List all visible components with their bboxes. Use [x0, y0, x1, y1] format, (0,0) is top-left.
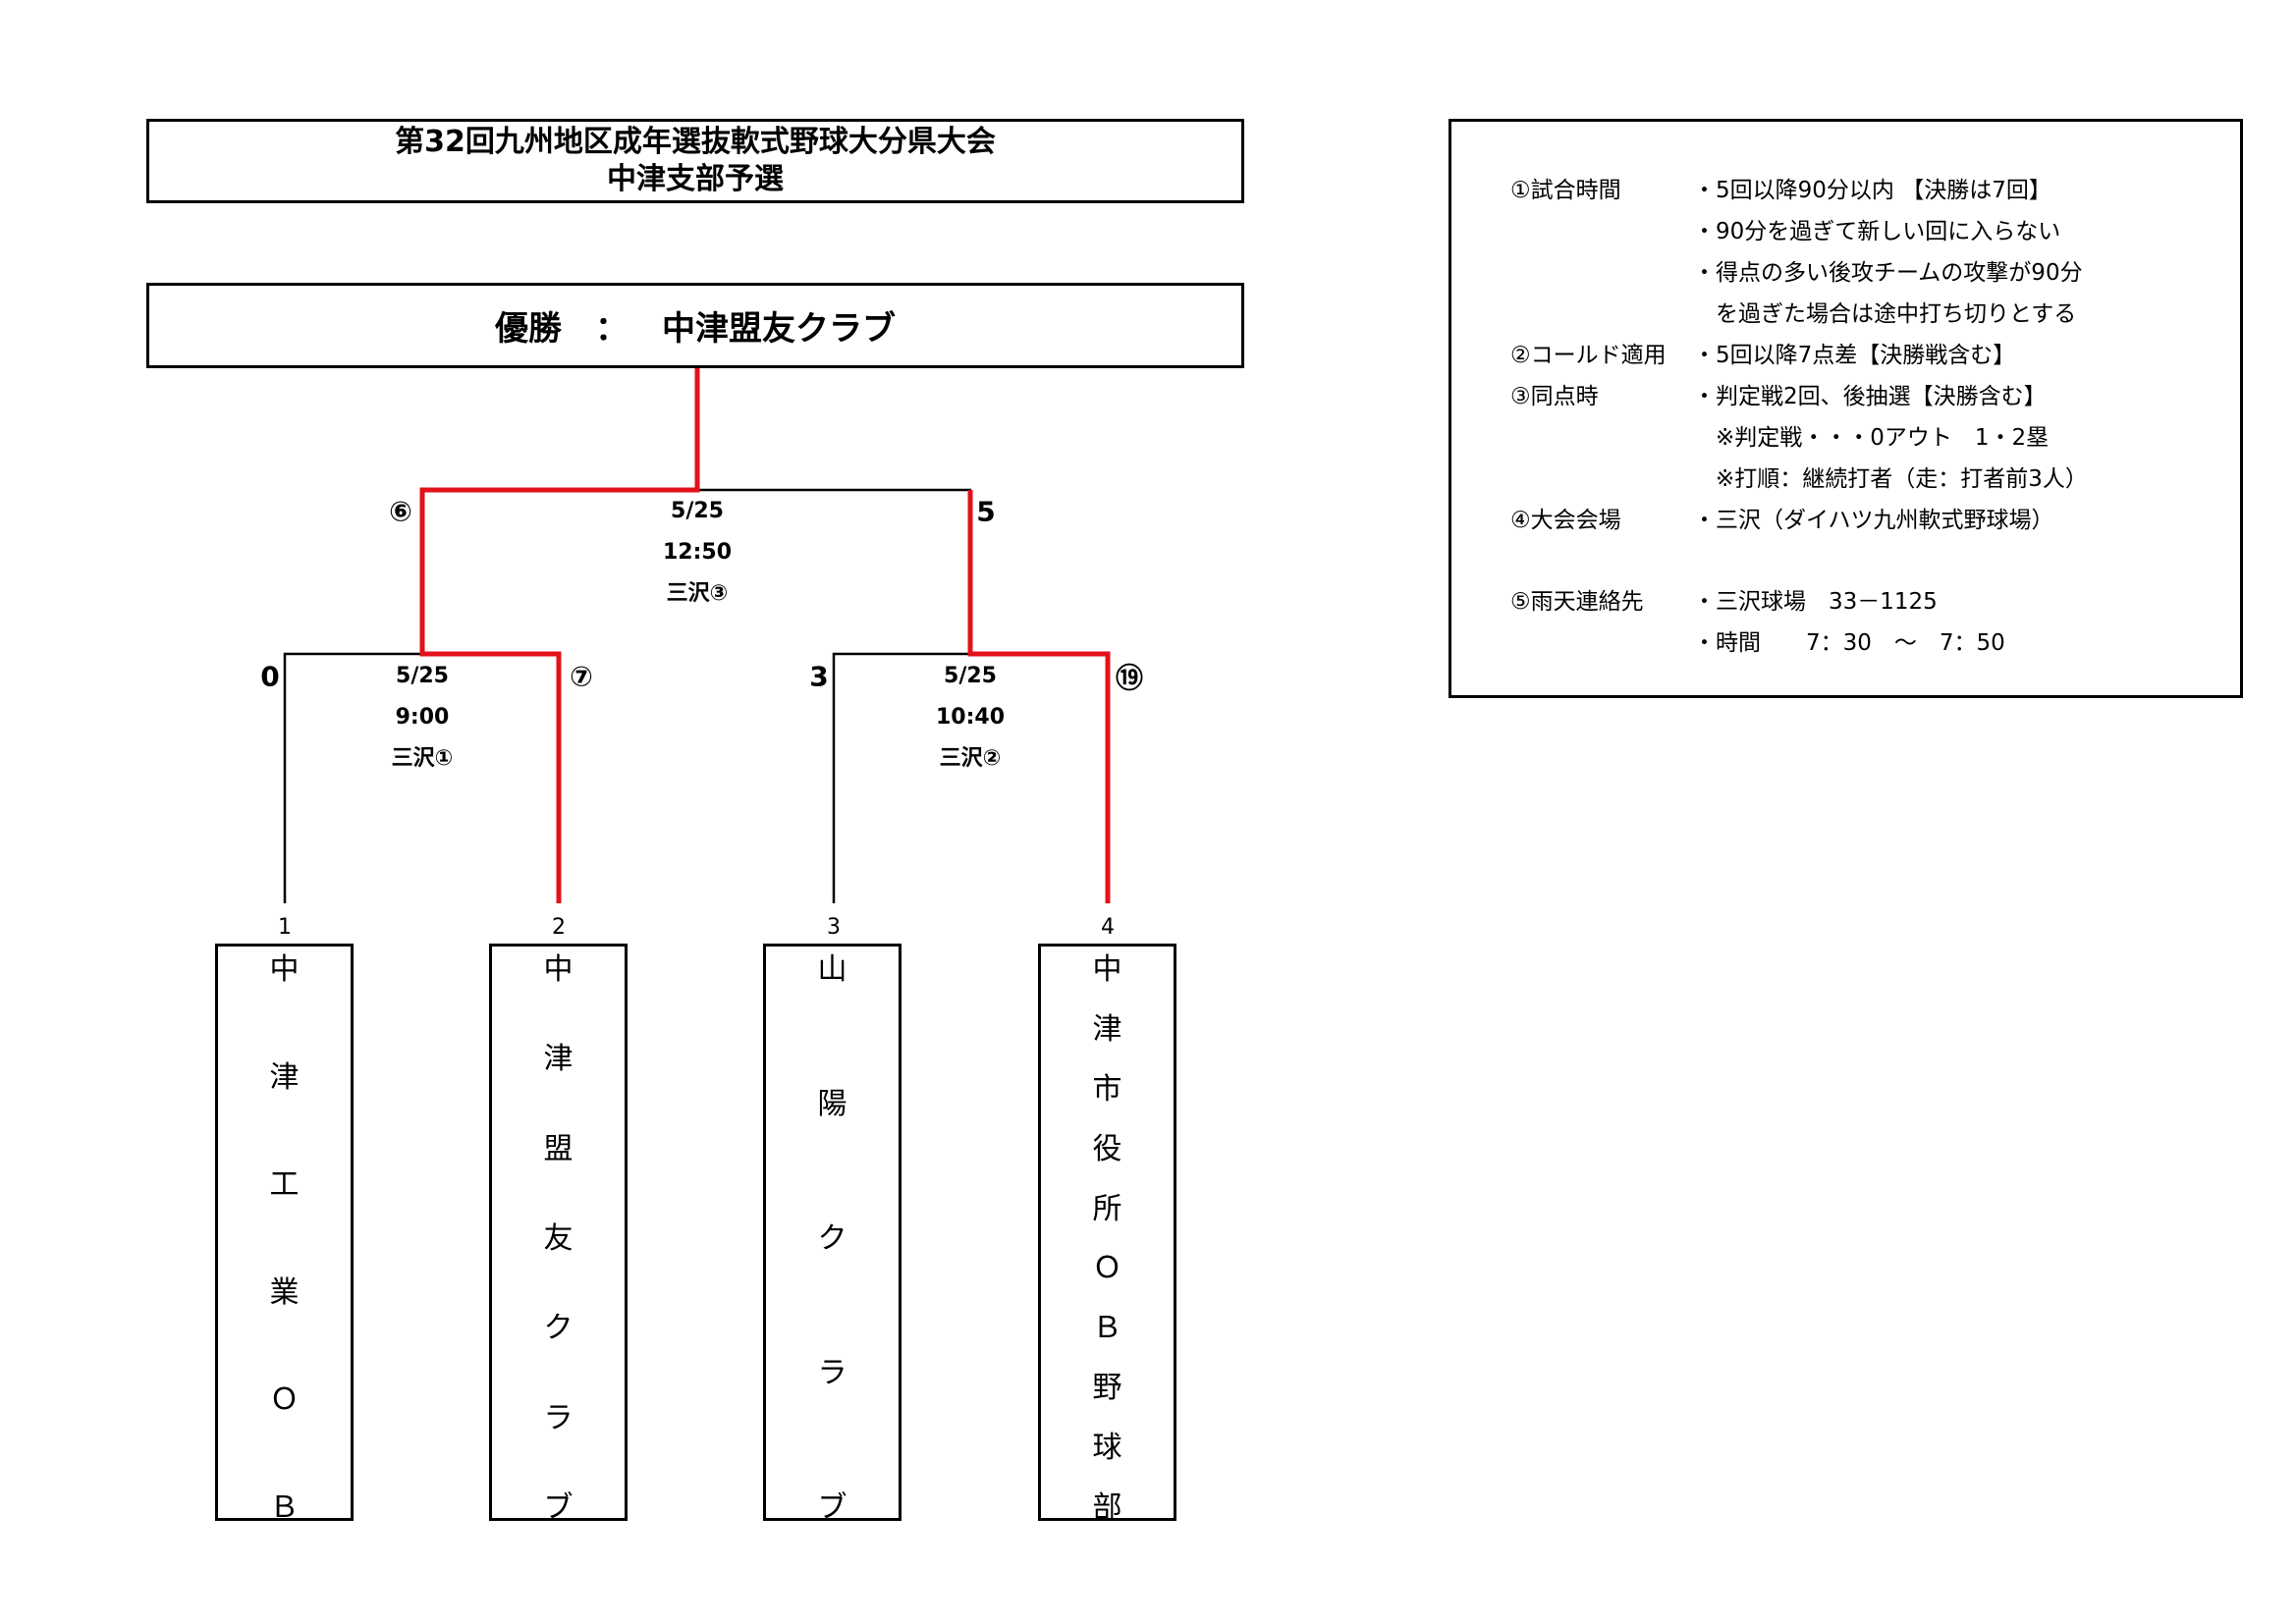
bracket-line-team3 [832, 652, 970, 903]
match-time: 10:40 [935, 705, 1006, 730]
team-box-1: 中津工業 Ｏ Ｂ [215, 944, 354, 1525]
team-name-char: 陽 [817, 1087, 847, 1121]
team-name-char: Ｏ [269, 1382, 300, 1418]
match1-info: 5/25 9:00 三沢① [344, 656, 501, 780]
bracket-line-team1 [283, 652, 422, 903]
rule-label-venue: ④大会会場 [1510, 508, 1621, 533]
slot-number: 3 [827, 915, 841, 940]
rule-line: を過ぎた場合は途中打ち切りとする [1693, 301, 2077, 327]
rule-label-time: ①試合時間 [1510, 178, 1621, 203]
team-name-char: 盟 [543, 1131, 574, 1166]
tournament-title-box: 第32回九州地区成年選抜軟式野球大分県大会 中津支部予選 [146, 119, 1244, 203]
team-name-char: 野 [1092, 1371, 1122, 1406]
match-date: 5/25 [671, 499, 724, 523]
slot-number: 1 [278, 915, 292, 940]
match-time: 12:50 [662, 540, 733, 565]
team-name-char: 津 [1092, 1011, 1122, 1047]
team-name-char: Ｂ [269, 1490, 300, 1525]
rule-line: ・三沢（ダイハツ九州軟式野球場） [1693, 508, 2054, 533]
rule-line: ・判定戦2回、後抽選【決勝含む】 [1693, 384, 2047, 409]
team-name-char: 山 [817, 952, 847, 987]
rule-label-called-game: ②コールド適用 [1510, 343, 1667, 368]
match-time: 9:00 [395, 705, 450, 730]
team-name-char: 工 [269, 1167, 300, 1203]
match-venue: 三沢② [939, 746, 1002, 771]
rules-box: ①試合時間 ・5回以降90分以内 【決勝は7回】 ・90分を過ぎて新しい回に入ら… [1449, 119, 2243, 698]
match2-info: 5/25 10:40 三沢② [892, 656, 1049, 780]
final-score-left: ⑥ [389, 495, 412, 528]
team-name-char: 球 [1092, 1431, 1122, 1466]
match1-score-right: ⑦ [570, 660, 593, 693]
rule-line: ・90分を過ぎて新しい回に入らない [1693, 219, 2061, 244]
team-name-char: 中 [543, 952, 574, 987]
match-venue: 三沢① [391, 746, 454, 771]
team-name-char: Ｏ [1092, 1251, 1122, 1286]
team-name-char: 所 [1092, 1191, 1122, 1226]
match-venue: 三沢③ [666, 581, 729, 606]
team-name-char: 業 [269, 1274, 300, 1310]
slot-number: 2 [552, 915, 566, 940]
team-box-2: 中津盟友クラブ [489, 944, 628, 1525]
rule-line: ・5回以降7点差【決勝戦含む】 [1693, 343, 2016, 368]
slot-number: 4 [1101, 915, 1115, 940]
match2-score-left: 3 [809, 660, 829, 693]
rule-line: ・時間 7：30 ～ 7：50 [1693, 630, 2005, 656]
team-name-char: 役 [1092, 1131, 1122, 1166]
team-name-char: 津 [269, 1059, 300, 1095]
team-name-char: ブ [817, 1490, 847, 1525]
team-name-char: 津 [543, 1042, 574, 1077]
tournament-title: 第32回九州地区成年選抜軟式野球大分県大会 [395, 125, 996, 159]
team-name-char: ク [543, 1311, 574, 1346]
tournament-subtitle: 中津支部予選 [607, 162, 784, 196]
team-name-char: ク [817, 1221, 847, 1256]
team-name-char: 友 [543, 1221, 574, 1256]
team-name-char: 中 [269, 952, 300, 987]
team-name-char: ラ [817, 1356, 847, 1390]
winner-team: 中津盟友クラブ [662, 309, 896, 349]
team-box-3: 山陽クラブ [763, 944, 902, 1525]
rule-line: ※打順：継続打者（走：打者前3人） [1693, 466, 2088, 492]
rule-line: ・5回以降90分以内 【決勝は7回】 [1693, 178, 2051, 203]
team-name-char: 中 [1092, 952, 1122, 987]
team-name-char: Ｂ [1092, 1311, 1122, 1346]
final-score-right: 5 [976, 495, 996, 528]
match1-score-left: 0 [260, 660, 280, 693]
final-match-info: 5/25 12:50 三沢③ [619, 491, 776, 615]
team-name-char: ラ [543, 1400, 574, 1435]
winner-label: 優勝 [495, 309, 562, 349]
winner-path-team2 [419, 368, 700, 903]
team-name-char: 市 [1092, 1071, 1122, 1107]
match-date: 5/25 [944, 664, 997, 688]
rule-line: ・得点の多い後攻チームの攻撃が90分 [1693, 260, 2083, 286]
rule-label-rain-contact: ⑤雨天連絡先 [1510, 589, 1644, 615]
rule-line: ※判定戦・・・0アウト 1・2塁 [1693, 425, 2050, 451]
rule-line: ・三沢球場 33－1125 [1693, 589, 1938, 615]
winner-separator: ： [595, 309, 629, 349]
match2-score-right: ⑲ [1115, 662, 1144, 694]
team-name-char: 部 [1092, 1490, 1122, 1525]
winner-path-team4 [967, 490, 1111, 903]
rule-label-tie: ③同点時 [1510, 384, 1599, 409]
winner-box: 優勝 ： 中津盟友クラブ [146, 283, 1244, 368]
team-name-char: ブ [543, 1490, 574, 1525]
match-date: 5/25 [396, 664, 449, 688]
